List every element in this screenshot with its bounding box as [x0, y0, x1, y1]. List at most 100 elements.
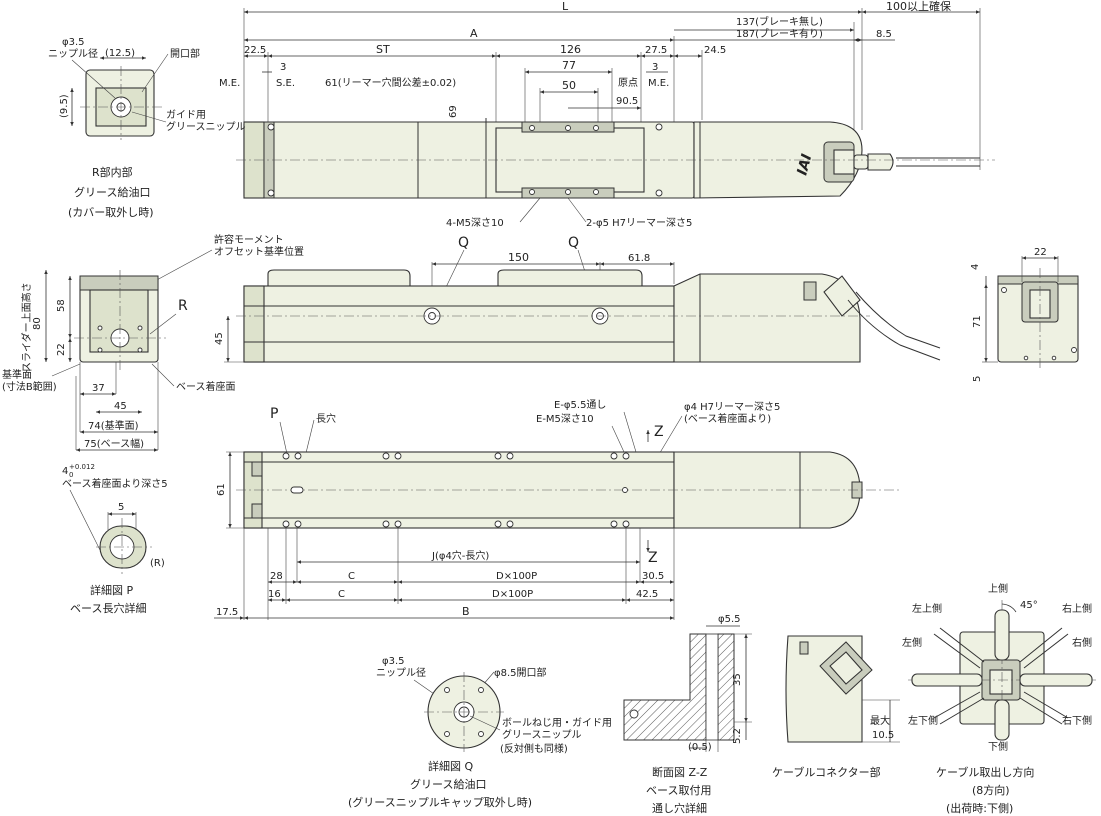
dir-caption-1: ケーブル取出し方向 — [936, 765, 1034, 779]
dir-downleft: 左下側 — [908, 714, 938, 727]
q-caption-2: グリース給油口 — [410, 777, 486, 791]
label-e-thru: E-φ5.5通し — [554, 399, 606, 411]
dim-ST: ST — [376, 43, 390, 56]
label-origin: 原点 — [618, 77, 638, 89]
label-me-left: M.E. — [219, 78, 240, 89]
end-dim-22: 22 — [1034, 247, 1047, 258]
dir-caption-3: (出荷時:下側) — [946, 801, 1013, 815]
r-detail: (12.5) φ3.5 ニップル径 開口部 (9.5) ガイド用 グリースニップ… — [48, 37, 246, 219]
r-12-5: (12.5) — [105, 48, 135, 59]
conn-10-5: 10.5 — [872, 730, 894, 741]
label-base-ref-1: 基準面 — [2, 368, 32, 381]
dim-8-5: 8.5 — [876, 29, 892, 40]
dim-28: 28 — [270, 571, 283, 582]
dim-61-bottom: 61 — [216, 483, 227, 496]
dir-up: 上側 — [988, 582, 1008, 595]
label-moment-2: オフセット基準位置 — [214, 245, 304, 258]
label-slider-top: スライダー上面高さ — [20, 282, 33, 372]
dim-90-5: 90.5 — [616, 96, 638, 107]
dim-30-5: 30.5 — [642, 571, 664, 582]
label-e-m5: E-M5深さ10 — [536, 413, 594, 425]
z-5-2: 5.2 — [732, 728, 743, 744]
end-dim-5: 5 — [972, 376, 983, 382]
dim-L: L — [562, 0, 569, 13]
dim-150: 150 — [508, 251, 529, 264]
dim-24-5: 24.5 — [704, 45, 726, 56]
z-caption-2: ベース取付用 — [646, 784, 711, 797]
q-ball-3: (反対側も同様) — [500, 742, 568, 755]
label-phi4-reamer-1: φ4 H7リーマー深さ5 — [684, 401, 780, 413]
p-dim-5: 5 — [118, 502, 124, 513]
z-caption-3: 通し穴詳細 — [652, 801, 707, 815]
dim-22-5: 22.5 — [244, 45, 266, 56]
label-moment-1: 許容モーメント — [214, 233, 284, 246]
r-guide-1: ガイド用 — [166, 109, 206, 121]
q-phi85: φ8.5開口部 — [494, 666, 547, 679]
dim-22-end: 22 — [56, 343, 67, 356]
section-z-bot: Z — [648, 550, 658, 566]
bottom-view: P 長穴 E-φ5.5通し E-M5深さ10 φ4 H7リーマー深さ5 (ベース… — [214, 399, 900, 620]
section-zz: φ5.5 35 5.2 (0.5) 断面図 Z-Z ベース取付用 通し穴詳細 — [623, 614, 752, 815]
p-dim-r: (R) — [150, 558, 165, 569]
label-q-left: Q — [458, 235, 469, 251]
r-open: 開口部 — [170, 47, 200, 60]
z-35: 35 — [732, 673, 743, 686]
end-dim-71: 71 — [972, 315, 983, 328]
dim-45-end: 45 — [114, 401, 127, 412]
r-nipple: ニップル径 — [48, 47, 98, 60]
q-nipple: ニップル径 — [376, 666, 426, 679]
dim-J: J(φ4穴-長穴) — [431, 549, 489, 562]
dim-42-5: 42.5 — [636, 589, 658, 600]
dir-down: 下側 — [988, 740, 1008, 753]
r-caption-1: R部内部 — [92, 165, 133, 179]
p-tol-sub: 0 — [69, 471, 73, 479]
r-9-5: (9.5) — [59, 94, 70, 118]
z-caption-1: 断面図 Z-Z — [652, 765, 708, 779]
detail-q: φ3.5 ニップル径 φ8.5開口部 ボールねじ用・ガイド用 グリースニップル … — [348, 656, 612, 809]
end-dim-4: 4 — [970, 264, 981, 270]
dim-A: A — [470, 27, 478, 40]
dim-74: 74(基準面) — [88, 419, 139, 432]
label-me-right: M.E. — [648, 78, 669, 89]
label-q-right: Q — [568, 235, 579, 251]
conn-caption: ケーブルコネクター部 — [772, 765, 881, 779]
dim-17-5: 17.5 — [216, 607, 238, 618]
label-p: P — [270, 406, 278, 422]
end-view-left: 許容モーメント オフセット基準位置 R 58 22 80 スライダー上面高さ 基… — [2, 233, 304, 452]
dir-right: 右側 — [1072, 636, 1092, 649]
dim-brake-none: 137(ブレーキ無し) — [736, 15, 823, 28]
label-h7-reamer: 2-φ5 H7リーマー深さ5 — [586, 217, 692, 229]
dir-45: 45° — [1020, 600, 1038, 611]
label-r: R — [178, 298, 188, 314]
q-phi35: φ3.5 — [382, 656, 405, 667]
detail-p: 4 +0.012 0 ベース着座面より深さ5 5 (R) 詳細図 P ベース長穴… — [62, 463, 168, 615]
dim-DX100P-bot: D×100P — [492, 589, 533, 600]
side-view: 150 61.8 Q Q 45 — [214, 235, 941, 363]
dir-upleft: 左上側 — [912, 602, 942, 615]
r-caption-2: グリース給油口 — [74, 185, 150, 199]
z-0-5: (0.5) — [688, 742, 712, 753]
dim-69: 69 — [448, 105, 459, 118]
dim-3-right: 3 — [652, 62, 658, 73]
dir-caption-2: (8方向) — [972, 783, 1010, 797]
dim-C-bot: C — [338, 589, 345, 600]
p-tol-1: 4 — [62, 466, 68, 477]
dim-61-8: 61.8 — [628, 253, 650, 264]
p-caption-2: ベース長穴詳細 — [70, 601, 146, 615]
q-caption-3: (グリースニップルキャップ取外し時) — [348, 795, 532, 809]
label-long-hole: 長穴 — [316, 412, 336, 425]
label-m5-depth: 4-M5深さ10 — [446, 217, 504, 229]
dim-brake-with: 187(ブレーキ有り) — [736, 27, 823, 40]
label-base-mount: ベース着座面 — [176, 380, 236, 393]
cable-connector: 最大 10.5 ケーブルコネクター部 — [772, 635, 900, 779]
label-se: S.E. — [276, 78, 295, 89]
q-caption-1: 詳細図 Q — [428, 759, 473, 773]
dim-126: 126 — [560, 43, 581, 56]
dir-upright: 右上側 — [1062, 602, 1092, 615]
dim-DX100P-top: D×100P — [496, 571, 537, 582]
dim-80: 80 — [32, 317, 43, 330]
r-caption-3: (カバー取外し時) — [68, 206, 154, 219]
dim-3-left: 3 — [280, 62, 286, 73]
